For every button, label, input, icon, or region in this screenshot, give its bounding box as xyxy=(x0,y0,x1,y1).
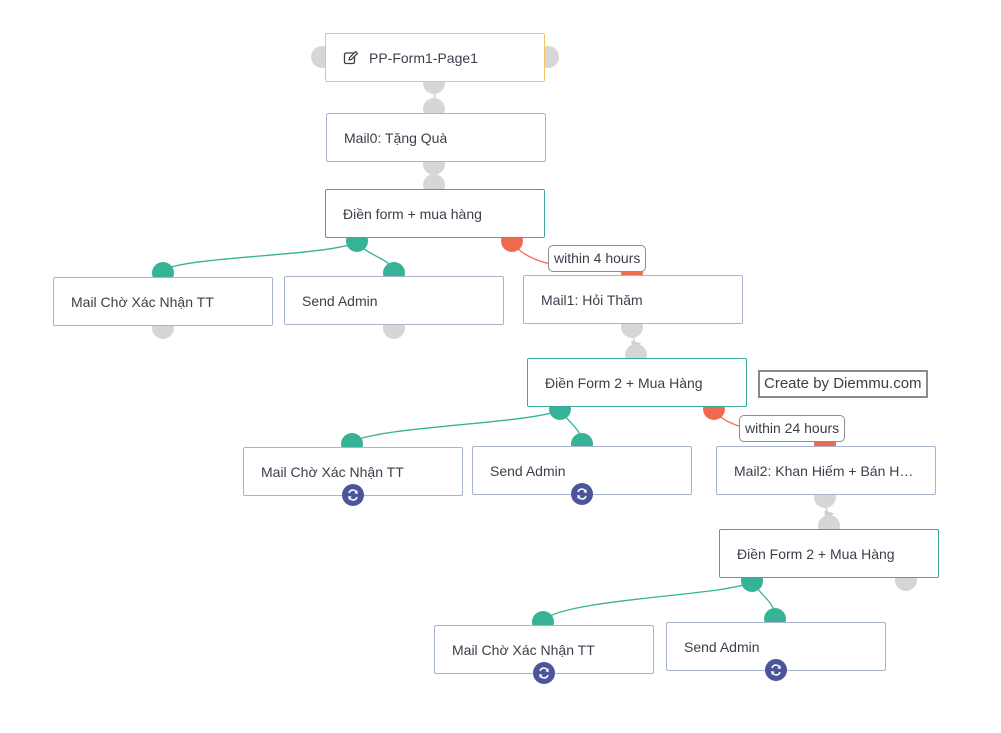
admin1-node[interactable]: Send Admin xyxy=(284,276,504,325)
trigger-node[interactable]: PP-Form1-Page1 xyxy=(325,33,545,82)
sync-glyph-icon xyxy=(577,488,587,500)
admin3-node-label: Send Admin xyxy=(684,638,760,655)
mail2-node-label: Mail2: Khan Hiếm + Bán Hàng xyxy=(734,462,919,479)
sync-icon[interactable] xyxy=(342,484,364,506)
mail0-node-label: Mail0: Tặng Quà xyxy=(344,129,448,146)
sync-icon[interactable] xyxy=(533,662,555,684)
sync-glyph-icon xyxy=(539,667,549,679)
form1-node-label: Điền form + mua hàng xyxy=(343,205,482,222)
mail1-node[interactable]: Mail1: Hỏi Thăm xyxy=(523,275,743,324)
admin1-node-label: Send Admin xyxy=(302,292,378,309)
delay-tag-24h[interactable]: within 24 hours xyxy=(739,415,846,442)
sync-glyph-icon xyxy=(348,489,358,501)
watermark: Create by Diemmu.com xyxy=(758,370,928,398)
wait2-node-label: Mail Chờ Xác Nhận TT xyxy=(261,463,404,480)
trigger-node-label: PP-Form1-Page1 xyxy=(369,49,478,66)
mail0-node[interactable]: Mail0: Tặng Quà xyxy=(326,113,546,162)
sync-glyph-icon xyxy=(771,664,781,676)
sync-icon[interactable] xyxy=(571,483,593,505)
delay-tag-4h[interactable]: within 4 hours xyxy=(548,245,647,272)
sync-icon[interactable] xyxy=(765,659,787,681)
form1-node[interactable]: Điền form + mua hàng xyxy=(325,189,545,238)
wait1-node-label: Mail Chờ Xác Nhận TT xyxy=(71,293,214,310)
form3-node[interactable]: Điền Form 2 + Mua Hàng xyxy=(719,529,939,578)
form2-node[interactable]: Điền Form 2 + Mua Hàng xyxy=(527,358,747,407)
form3-node-label: Điền Form 2 + Mua Hàng xyxy=(737,545,895,562)
admin2-node-label: Send Admin xyxy=(490,462,566,479)
form2-node-label: Điền Form 2 + Mua Hàng xyxy=(545,374,703,391)
mail1-node-label: Mail1: Hỏi Thăm xyxy=(541,291,643,308)
mail2-node[interactable]: Mail2: Khan Hiếm + Bán Hàng xyxy=(716,446,936,495)
wait1-node[interactable]: Mail Chờ Xác Nhận TT xyxy=(53,277,273,326)
wait3-node-label: Mail Chờ Xác Nhận TT xyxy=(452,641,595,658)
edit-icon xyxy=(343,50,358,64)
